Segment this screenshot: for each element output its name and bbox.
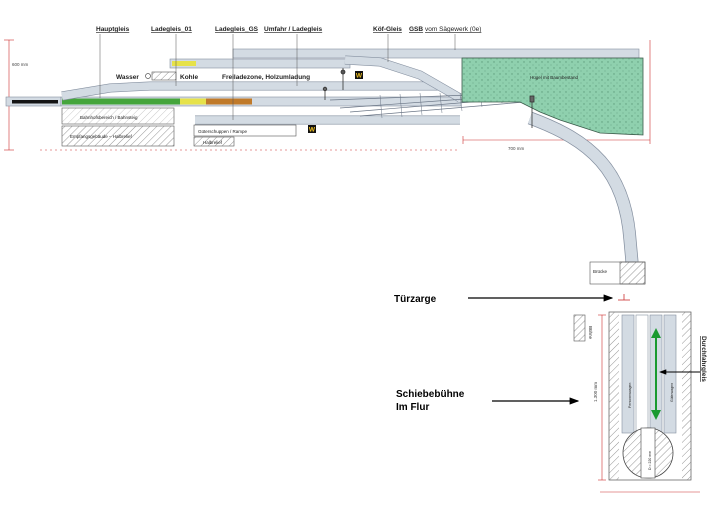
label-buehne: Bühne	[588, 326, 593, 340]
wasser-marker	[145, 73, 151, 79]
w-sign-2: W	[308, 125, 316, 134]
label-schiebebuehne: Schiebebühne	[396, 389, 465, 400]
label-ladegleis-gs: Ladegleis_GS	[215, 26, 259, 33]
w-sign-1: W	[355, 71, 363, 80]
bridge	[589, 261, 646, 285]
label-leader-lines	[99, 34, 456, 120]
label-huegel: Hügel mit Baumbestand	[530, 75, 579, 80]
label-durchfahrgleis: Durchfahrgleis	[700, 336, 707, 382]
label-wasser: Wasser	[116, 74, 139, 81]
label-im-flur: Im Flur	[396, 402, 429, 413]
svg-text:W: W	[356, 73, 363, 80]
track-ladegleis-01	[61, 81, 440, 101]
label-gueterwagen: Güterwagen	[670, 383, 674, 402]
svg-text:W: W	[309, 127, 316, 134]
label-tuerzarge: Türzarge	[394, 294, 437, 305]
kohle-bunker	[151, 71, 177, 81]
building-gueterschuppen	[193, 124, 297, 147]
label-bruecke: Brücke	[593, 269, 608, 274]
building-empfangsgebaeude	[61, 125, 175, 147]
buehne-box	[573, 314, 586, 342]
track-koef-gleis	[344, 55, 463, 102]
label-freiladezone: Freiladezone, Holzumladung	[222, 74, 310, 81]
label-hauptgleis: Hauptgleis	[96, 26, 130, 33]
label-gsb: GSB	[409, 26, 423, 33]
dim-width-mid: 700 mm	[508, 146, 525, 151]
schiebebuehne-area	[608, 311, 692, 481]
dim-length-right: 1.300 mm	[593, 382, 598, 402]
label-gsb-rest: vom Sägewerk (0e)	[425, 26, 481, 33]
dimension-lines	[4, 39, 700, 493]
hill-area	[461, 57, 644, 136]
label-umfahr: Umfahr / Ladegleis	[264, 26, 323, 33]
label-bahnhofsbereich: Bahnhofsbereich / Bahnsteig	[80, 115, 138, 120]
label-gueterschuppen: Güterschuppen / Rampe	[198, 129, 248, 134]
signal-posts	[322, 68, 535, 128]
dim-height-left: 600 mm	[12, 62, 29, 67]
label-durchmesser: D = 220 mm	[648, 451, 652, 470]
label-empfangsgebaeude: Empfangsgebäude – Halbrelief	[70, 134, 133, 139]
label-ladegleis-01: Ladegleis_01	[151, 26, 192, 33]
label-koef-gleis: Köf-Gleis	[373, 26, 402, 33]
track-curve-to-bridge	[527, 111, 639, 263]
building-bahnhofsbereich	[61, 107, 175, 125]
label-personenwagen: Personenwagen	[628, 383, 632, 408]
green-double-arrow	[651, 328, 661, 420]
label-kohle: Kohle	[180, 74, 198, 81]
label-halbrelief: Halbrelief	[203, 140, 223, 145]
door-frame-marker	[618, 294, 630, 301]
